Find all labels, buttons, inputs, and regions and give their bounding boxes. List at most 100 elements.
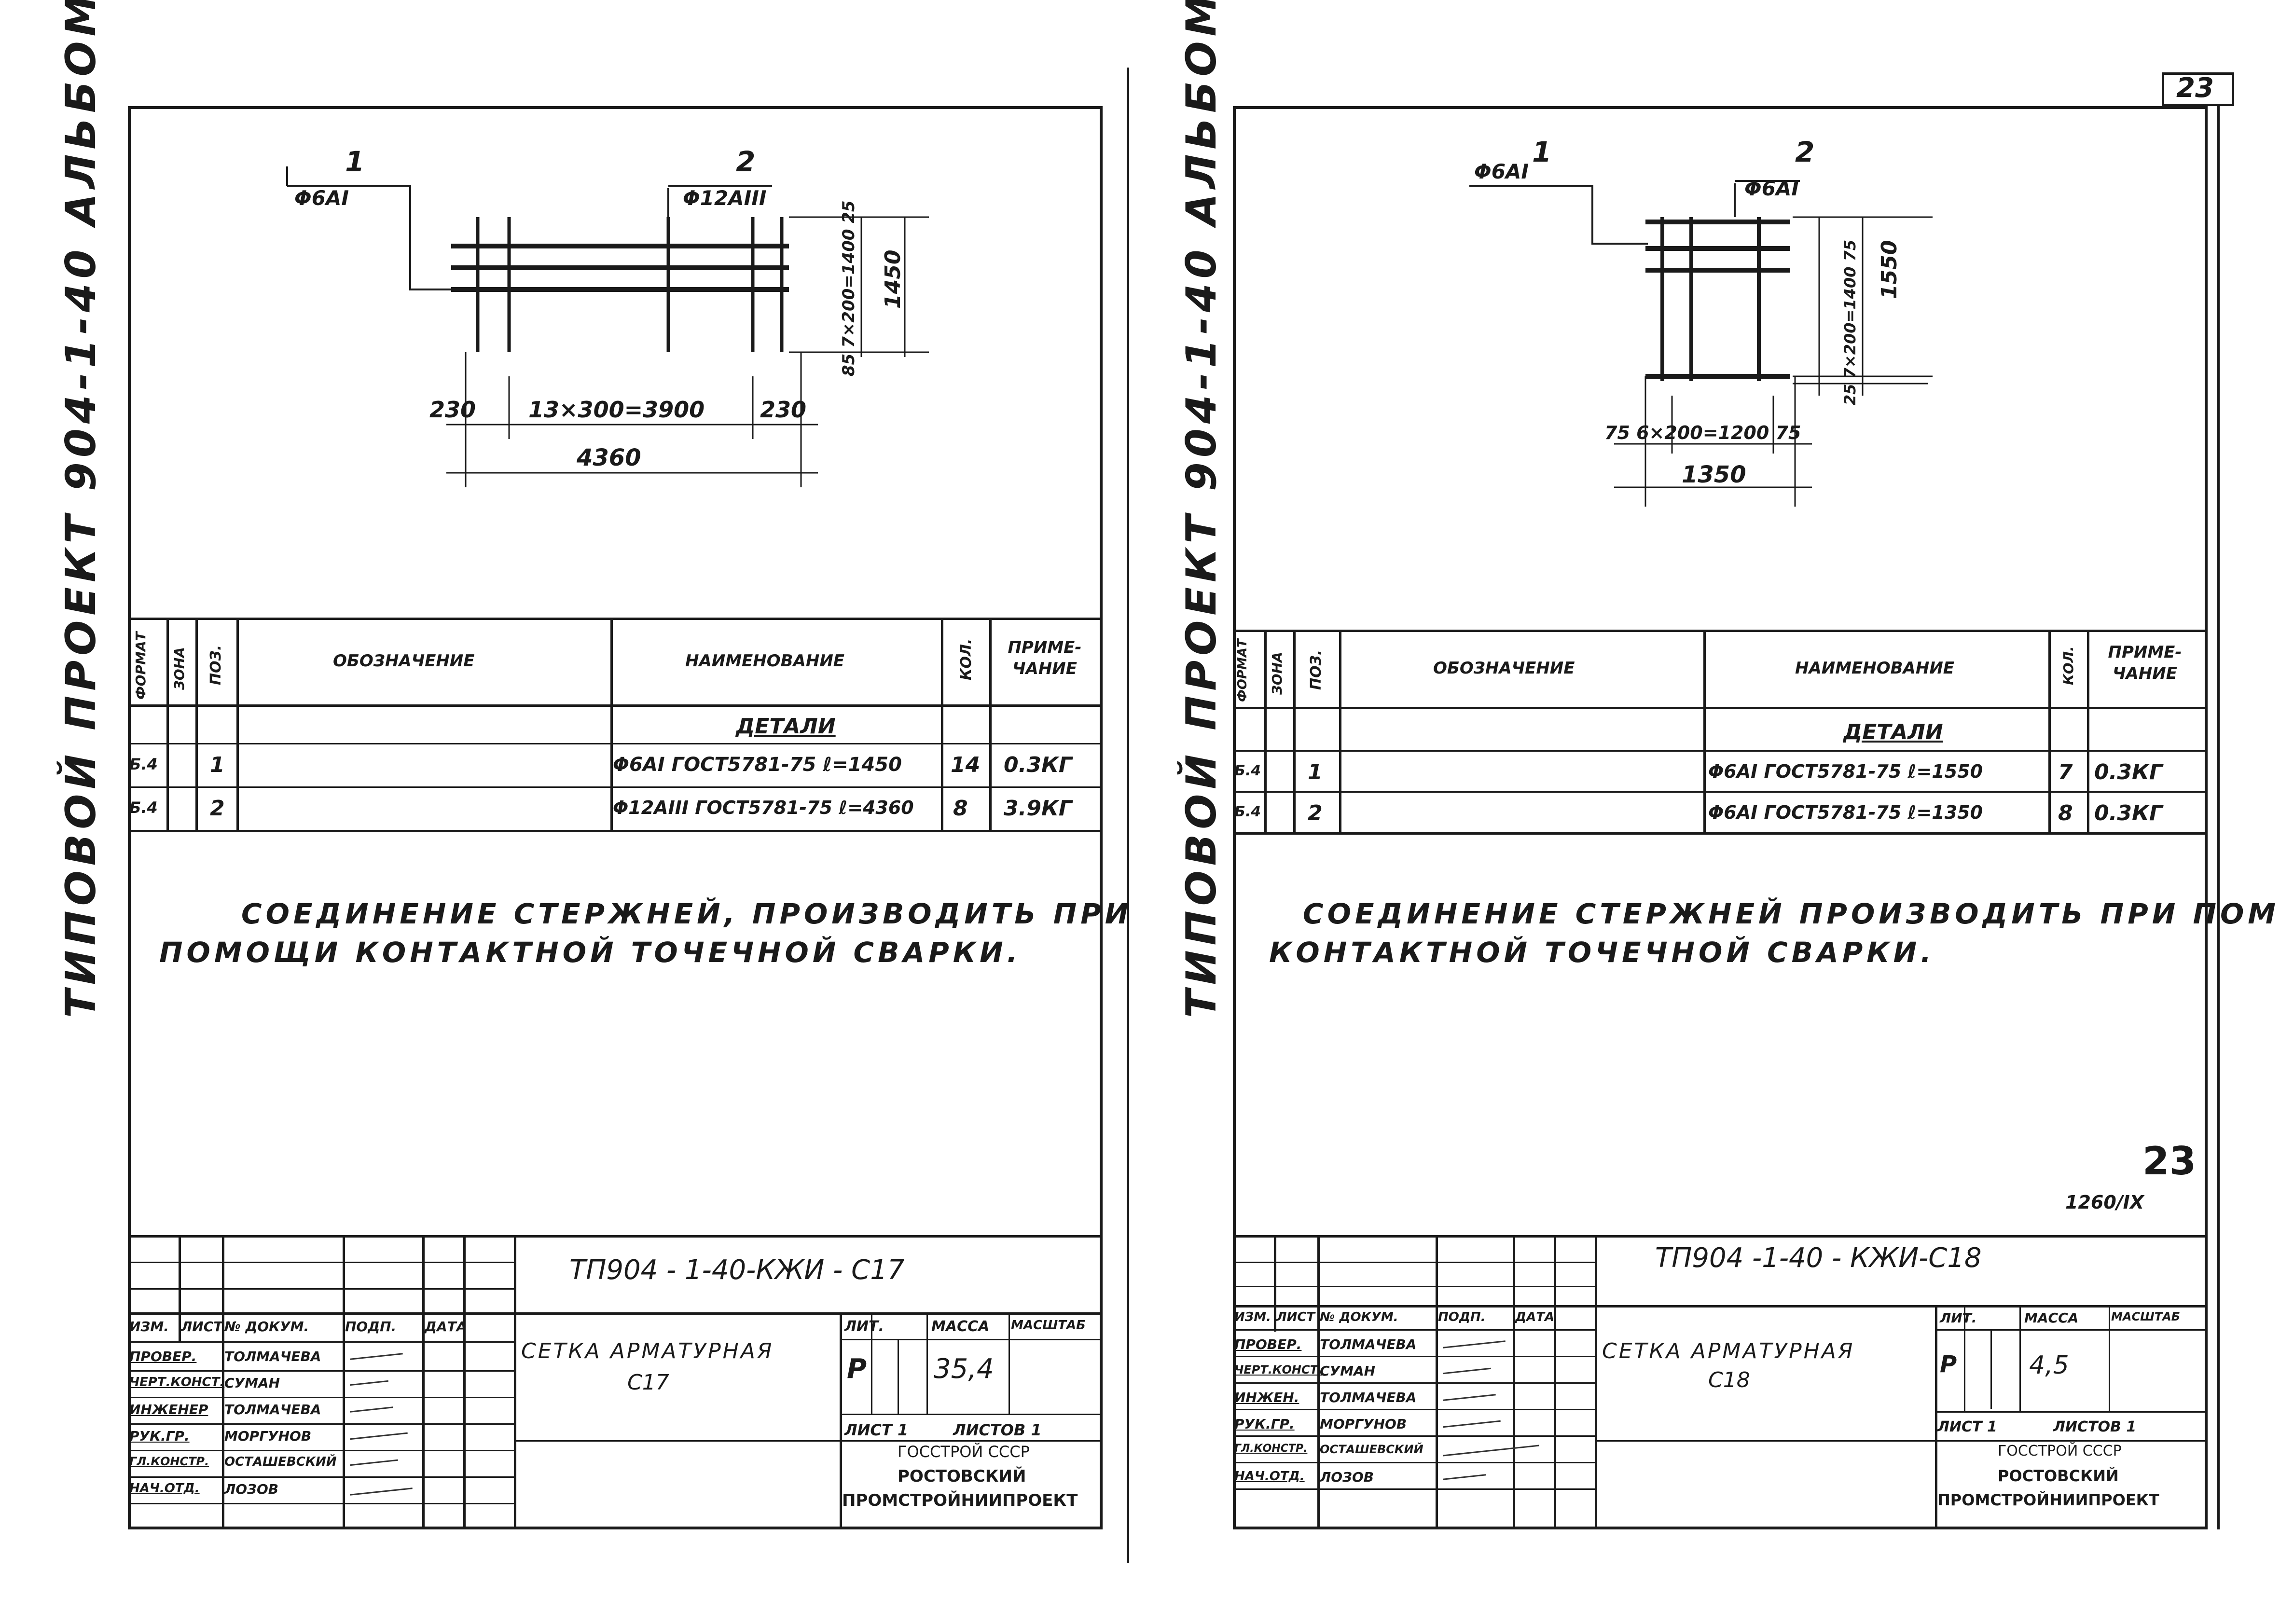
- right-pos2-label: Φ6AI: [1744, 177, 1799, 200]
- right-hdr-date: ДАТА: [1515, 1310, 1555, 1324]
- right-doc-code: ТП904 -1-40 - КЖИ-С18: [1655, 1242, 1982, 1274]
- left-hdr-date: ДАТА: [425, 1319, 467, 1335]
- left-row2-pos: 2: [210, 796, 225, 821]
- right-side-title: ТИПОВОЙ ПРОЕКТ 904-1-40 АЛЬБОМ IX: [1177, 0, 1226, 1018]
- right-sheets-total: ЛИСТОВ 1: [2053, 1418, 2137, 1435]
- right-row1-name: Φ6AI ГОСТ5781-75 ℓ=1550: [1708, 761, 1983, 782]
- right-note-line1: СОЕДИНЕНИЕ СТЕРЖНЕЙ ПРОИЗВОДИТЬ ПРИ ПОМО…: [1303, 897, 2280, 930]
- left-org-3: ПРОМСТРОЙНИИПРОЕКТ: [842, 1491, 1078, 1510]
- page-number-box: [2162, 72, 2234, 106]
- right-row2-name: Φ6AI ГОСТ5781-75 ℓ=1350: [1708, 802, 1983, 823]
- right-name-2: СУМАН: [1320, 1363, 1376, 1379]
- right-scale-label: МАСШТАБ: [2111, 1310, 2180, 1323]
- left-note-line1: СОЕДИНЕНИЕ СТЕРЖНЕЙ, ПРОИЗВОДИТЬ ПРИ: [241, 897, 1133, 930]
- right-note-line2: КОНТАКТНОЙ ТОЧЕЧНОЙ СВАРКИ.: [1269, 936, 1935, 969]
- left-row1-format: Б.4: [129, 755, 158, 773]
- left-row2-note: 3.9КГ: [1004, 796, 1072, 821]
- left-hdr-sign: ПОДП.: [345, 1319, 397, 1335]
- left-row2-format: Б.4: [129, 798, 158, 817]
- right-hdr-list: ЛИСТ: [1276, 1310, 1315, 1324]
- right-name-1: ТОЛМАЧЕВА: [1320, 1336, 1417, 1352]
- right-role-5: ГЛ.КОНСТР.: [1234, 1443, 1308, 1455]
- right-row1-pos: 1: [1308, 760, 1323, 784]
- right-row2-pos: 2: [1308, 801, 1323, 826]
- left-name-6: ЛОЗОВ: [224, 1481, 279, 1497]
- left-col-zone: ЗОНА: [171, 647, 187, 690]
- right-org-3: ПРОМСТРОЙНИИПРОЕКТ: [1937, 1491, 2159, 1509]
- left-name-1: ТОЛМАЧЕВА: [224, 1349, 321, 1364]
- right-row2-note: 0.3КГ: [2094, 801, 2163, 826]
- left-col-pos: ПОЗ.: [207, 645, 224, 685]
- right-row1-format: Б.4: [1234, 762, 1261, 779]
- left-sheets-total: ЛИСТОВ 1: [953, 1421, 1042, 1439]
- right-role-4: РУК.ГР.: [1234, 1416, 1295, 1432]
- right-hdr-sign: ПОДП.: [1438, 1310, 1486, 1324]
- left-doc-name-2: С17: [627, 1370, 669, 1395]
- left-dim-right: 230: [760, 397, 806, 423]
- right-doc-name-2: С18: [1708, 1368, 1750, 1392]
- left-row1-pos: 1: [210, 753, 225, 777]
- left-note-line2: ПОМОЩИ КОНТАКТНОЙ ТОЧЕЧНОЙ СВАРКИ.: [159, 936, 1022, 969]
- left-doc-code: ТП904 - 1-40-КЖИ - С17: [569, 1254, 905, 1286]
- left-row1-qty: 14: [951, 753, 981, 777]
- left-pos2-number: 2: [736, 145, 755, 178]
- left-doc-name-1: СЕТКА АРМАТУРНАЯ: [521, 1339, 774, 1363]
- page-number: 23: [2176, 72, 2214, 104]
- right-dim-vert: 25 7×200=1400 75: [1841, 240, 1859, 405]
- right-stamp-sub: 1260/IX: [2065, 1192, 2144, 1213]
- left-name-2: СУМАН: [224, 1375, 280, 1391]
- left-org-1: ГОССТРОЙ СССР: [898, 1443, 1030, 1461]
- left-col-format: ФОРМАТ: [133, 632, 149, 700]
- right-col-qty: КОЛ.: [2060, 646, 2076, 685]
- right-pos1-number: 1: [1532, 136, 1551, 168]
- right-frame-edge: [2217, 106, 2220, 1529]
- left-hdr-list: ЛИСТ: [181, 1319, 223, 1335]
- left-col-note: ПРИМЕ-ЧАНИЕ: [1008, 638, 1082, 678]
- left-pos2-label: Φ12AIII: [683, 186, 767, 210]
- right-row1-note: 0.3КГ: [2094, 760, 2163, 784]
- right-lit-label: ЛИТ.: [1940, 1310, 1977, 1326]
- right-name-3: ТОЛМАЧЕВА: [1320, 1390, 1417, 1405]
- right-role-2: ЧЕРТ.КОНСТ.: [1234, 1363, 1323, 1376]
- left-sheet-frame: [128, 106, 1103, 1529]
- left-col-name: НАИМЕНОВАНИЕ: [685, 651, 845, 671]
- left-row1-name: Φ6AI ГОСТ5781-75 ℓ=1450: [613, 754, 902, 776]
- right-dim-horiz: 75 6×200=1200 75: [1604, 422, 1801, 443]
- left-org-2: РОСТОВСКИЙ: [898, 1467, 1026, 1486]
- left-pos1-number: 1: [345, 145, 364, 178]
- right-mass-value: 4,5: [2029, 1351, 2069, 1380]
- left-side-title: ТИПОВОЙ ПРОЕКТ 904-1-40 АЛЬБОМ IX: [57, 0, 105, 1018]
- left-name-3: ТОЛМАЧЕВА: [224, 1402, 321, 1418]
- left-role-5: ГЛ.КОНСТР.: [129, 1455, 209, 1468]
- left-dim-total: 4360: [576, 444, 641, 471]
- left-name-5: ОСТАШЕВСКИЙ: [224, 1455, 337, 1469]
- left-lit-value: Р: [847, 1353, 867, 1385]
- right-section-details: ДЕТАЛИ: [1843, 720, 1943, 744]
- right-row2-qty: 8: [2058, 801, 2073, 826]
- right-mass-label: МАССА: [2024, 1310, 2079, 1326]
- left-dim-mid: 13×300=3900: [528, 397, 705, 423]
- left-row2-name: Φ12AIII ГОСТ5781-75 ℓ=4360: [613, 797, 914, 818]
- right-role-6: НАЧ.ОТД.: [1234, 1469, 1305, 1484]
- right-col-format: ФОРМАТ: [1235, 639, 1250, 702]
- right-stamp-number: 23: [2142, 1139, 2197, 1184]
- right-col-zone: ЗОНА: [1269, 652, 1285, 695]
- right-pos1-label: Φ6AI: [1474, 160, 1529, 183]
- right-name-4: МОРГУНОВ: [1320, 1416, 1407, 1432]
- left-role-1: ПРОВЕР.: [129, 1349, 197, 1364]
- right-org-1: ГОССТРОЙ СССР: [1998, 1443, 2122, 1459]
- left-mass-label: МАССА: [931, 1318, 990, 1335]
- right-col-designation: ОБОЗНАЧЕНИЕ: [1433, 659, 1575, 678]
- right-hdr-doc: № ДОКУМ.: [1320, 1310, 1398, 1324]
- right-doc-name-1: СЕТКА АРМАТУРНАЯ: [1602, 1339, 1855, 1363]
- right-org-2: РОСТОВСКИЙ: [1998, 1467, 2119, 1485]
- left-scale-label: МАСШТАБ: [1011, 1318, 1086, 1333]
- left-dim-vert-total: 1450: [881, 250, 905, 309]
- right-sheet-no: ЛИСТ 1: [1937, 1418, 1997, 1435]
- right-name-6: ЛОЗОВ: [1320, 1469, 1374, 1485]
- left-pos1-label: Φ6AI: [294, 186, 349, 210]
- left-col-qty: КОЛ.: [958, 638, 975, 680]
- right-col-name: НАИМЕНОВАНИЕ: [1795, 659, 1955, 678]
- right-name-5: ОСТАШЕВСКИЙ: [1320, 1443, 1423, 1456]
- left-role-3: ИНЖЕНЕР: [129, 1402, 208, 1418]
